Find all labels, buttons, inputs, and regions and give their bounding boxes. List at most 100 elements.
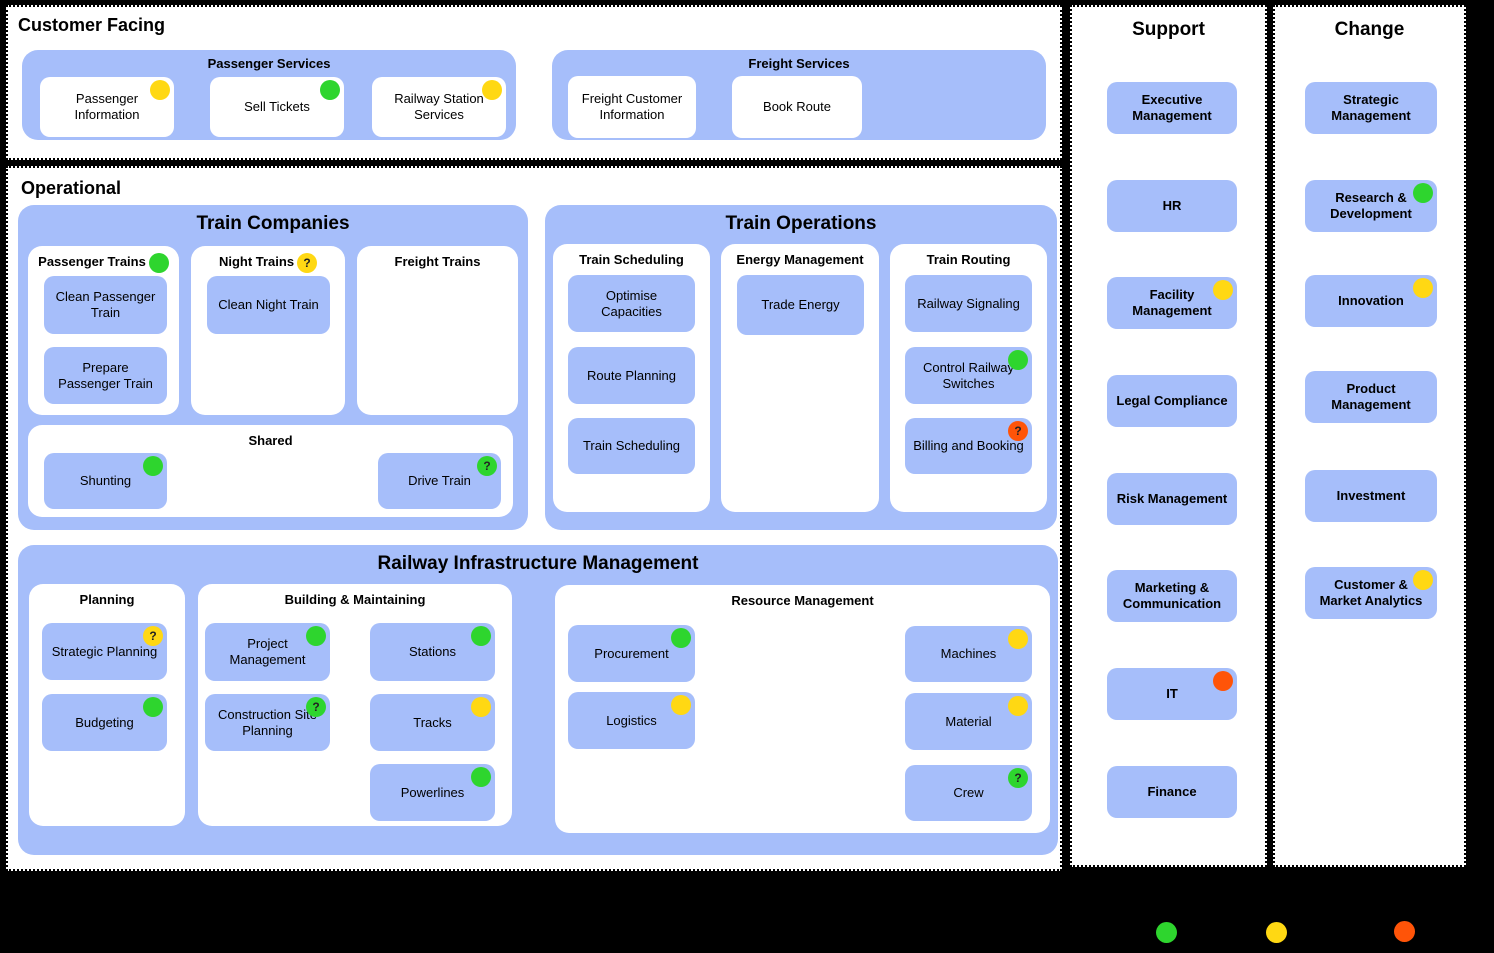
card-research-development[interactable]: Research & Development [1305, 180, 1437, 232]
card-powerlines[interactable]: Powerlines [370, 764, 495, 821]
card-clean-passenger-train[interactable]: Clean Passenger Train [44, 276, 167, 334]
card-project-management[interactable]: Project Management [205, 623, 330, 681]
card-marketing-communication[interactable]: Marketing & Communication [1107, 570, 1237, 622]
card-book-route[interactable]: Book Route [732, 76, 862, 138]
card-passenger-information[interactable]: Passenger Information [40, 77, 174, 137]
card-customer-market-analytics[interactable]: Customer & Market Analytics [1305, 567, 1437, 619]
subgroup-freight-trains[interactable]: Freight Trains [357, 246, 518, 415]
card-train-scheduling[interactable]: Train Scheduling [568, 418, 695, 474]
card-it[interactable]: IT [1107, 668, 1237, 720]
card-sell-tickets[interactable]: Sell Tickets [210, 77, 344, 137]
capability-label: Procurement [594, 645, 669, 661]
subgroup-title: Freight Trains [394, 254, 481, 269]
capability-label: Investment [1336, 488, 1406, 503]
section-title: Operational [21, 178, 122, 198]
subgroup-building-maintaining[interactable]: Building & Maintaining Project Managemen… [198, 584, 512, 826]
card-freight-customer-information[interactable]: Freight Customer Information [568, 76, 696, 138]
capability-label: Risk Management [1116, 491, 1228, 506]
card-drive-train[interactable]: Drive Train ? [378, 453, 501, 509]
capability-label: HR [1162, 198, 1182, 213]
card-clean-night-train[interactable]: Clean Night Train [207, 276, 330, 334]
card-stations[interactable]: Stations [370, 623, 495, 681]
card-strategic-planning[interactable]: Strategic Planning ? [42, 623, 167, 680]
card-hr[interactable]: HR [1107, 180, 1237, 232]
card-investment[interactable]: Investment [1305, 470, 1437, 522]
card-finance[interactable]: Finance [1107, 766, 1237, 818]
section-title: Customer Facing [18, 15, 166, 35]
card-trade-energy[interactable]: Trade Energy [737, 275, 864, 335]
group-train-operations[interactable]: Train Operations Train Scheduling Optimi… [545, 205, 1057, 530]
legend-orange-dot-icon [1394, 921, 1415, 942]
subgroup-title-text: Night Trains [218, 254, 295, 269]
subgroup-night-trains[interactable]: Night Trains? Clean Night Train [191, 246, 345, 415]
group-train-companies[interactable]: Train Companies Passenger Trains Clean P… [18, 205, 528, 530]
card-billing-and-booking[interactable]: Billing and Booking ? [905, 418, 1032, 474]
capability-label: Project Management [229, 636, 306, 667]
card-machines[interactable]: Machines [905, 626, 1032, 682]
card-railway-signaling[interactable]: Railway Signaling [905, 275, 1032, 332]
capability-label: Strategic Planning [51, 643, 158, 659]
card-procurement[interactable]: Procurement [568, 625, 695, 682]
capability-label: Book Route [763, 99, 831, 114]
card-shunting[interactable]: Shunting [44, 453, 167, 509]
section-support[interactable]: Support Executive Management HR Facility… [1070, 5, 1267, 867]
status-yellow-icon [1413, 570, 1433, 590]
status-yellow-icon [1008, 696, 1028, 716]
section-change[interactable]: Change Strategic Management Research & D… [1273, 5, 1466, 867]
subgroup-title: Energy Management [736, 252, 864, 267]
group-freight-services[interactable]: Freight Services Freight Customer Inform… [552, 50, 1046, 140]
group-title: Freight Services [748, 56, 850, 71]
group-passenger-services[interactable]: Passenger Services Passenger Information… [22, 50, 516, 140]
card-route-planning[interactable]: Route Planning [568, 347, 695, 404]
subgroup-resource-management[interactable]: Resource Management Procurement Logistic… [555, 585, 1050, 833]
capability-label: Crew [953, 785, 984, 800]
section-title: Change [1334, 19, 1405, 40]
subgroup-title: Passenger Trains [28, 252, 179, 273]
group-railway-infrastructure-management[interactable]: Railway Infrastructure Management Planni… [18, 545, 1058, 855]
card-optimise-capacities[interactable]: Optimise Capacities [568, 275, 695, 332]
subgroup-title: Planning [79, 592, 135, 607]
section-title: Support [1132, 19, 1205, 40]
status-orange-icon [1213, 671, 1233, 691]
subgroup-train-scheduling[interactable]: Train Scheduling Optimise Capacities Rou… [553, 244, 710, 512]
capability-label: Research & Development [1330, 190, 1412, 221]
section-customer-facing[interactable]: Customer Facing Passenger Services Passe… [6, 5, 1062, 160]
subgroup-energy-management[interactable]: Energy Management Trade Energy [721, 244, 879, 512]
card-tracks[interactable]: Tracks [370, 694, 495, 751]
subgroup-shared[interactable]: Shared Shunting Drive Train ? [28, 425, 513, 517]
card-prepare-passenger-train[interactable]: Prepare Passenger Train [44, 347, 167, 404]
card-material[interactable]: Material [905, 693, 1032, 750]
capability-label: Prepare Passenger Train [58, 359, 153, 391]
card-construction-site-planning[interactable]: Construction Site Planning ? [205, 694, 330, 751]
card-logistics[interactable]: Logistics [568, 692, 695, 749]
status-yellow-question-icon: ? [143, 626, 163, 646]
card-product-management[interactable]: Product Management [1305, 371, 1437, 423]
capability-label: IT [1166, 686, 1178, 701]
card-control-railway-switches[interactable]: Control Railway Switches [905, 347, 1032, 404]
card-risk-management[interactable]: Risk Management [1107, 473, 1237, 525]
status-green-question-icon: ? [1008, 768, 1028, 788]
card-facility-management[interactable]: Facility Management [1107, 277, 1237, 329]
capability-label: Facility Management [1132, 287, 1212, 318]
capability-label: Legal Compliance [1116, 393, 1228, 408]
card-legal-compliance[interactable]: Legal Compliance [1107, 375, 1237, 427]
card-crew[interactable]: Crew ? [905, 765, 1032, 821]
subgroup-planning[interactable]: Planning Strategic Planning ? Budgeting [29, 584, 185, 826]
subgroup-title: Shared [248, 433, 293, 448]
card-budgeting[interactable]: Budgeting [42, 694, 167, 751]
card-innovation[interactable]: Innovation [1305, 275, 1437, 327]
capability-label: Train Scheduling [582, 438, 681, 453]
card-railway-station-services[interactable]: Railway Station Services [372, 77, 506, 137]
group-title: Railway Infrastructure Management [377, 553, 699, 574]
section-operational[interactable]: Operational Train Companies Passenger Tr… [6, 166, 1062, 871]
subgroup-passenger-trains[interactable]: Passenger Trains Clean Passenger Train P… [28, 246, 179, 415]
capability-label: Drive Train [408, 473, 471, 488]
card-executive-management[interactable]: Executive Management [1107, 82, 1237, 134]
status-green-question-icon: ? [477, 456, 497, 476]
status-yellow-icon [671, 695, 691, 715]
subgroup-train-routing[interactable]: Train Routing Railway Signaling Control … [890, 244, 1047, 512]
capability-label: Clean Passenger Train [55, 289, 156, 320]
status-green-icon [143, 697, 163, 717]
card-strategic-management[interactable]: Strategic Management [1305, 82, 1437, 134]
